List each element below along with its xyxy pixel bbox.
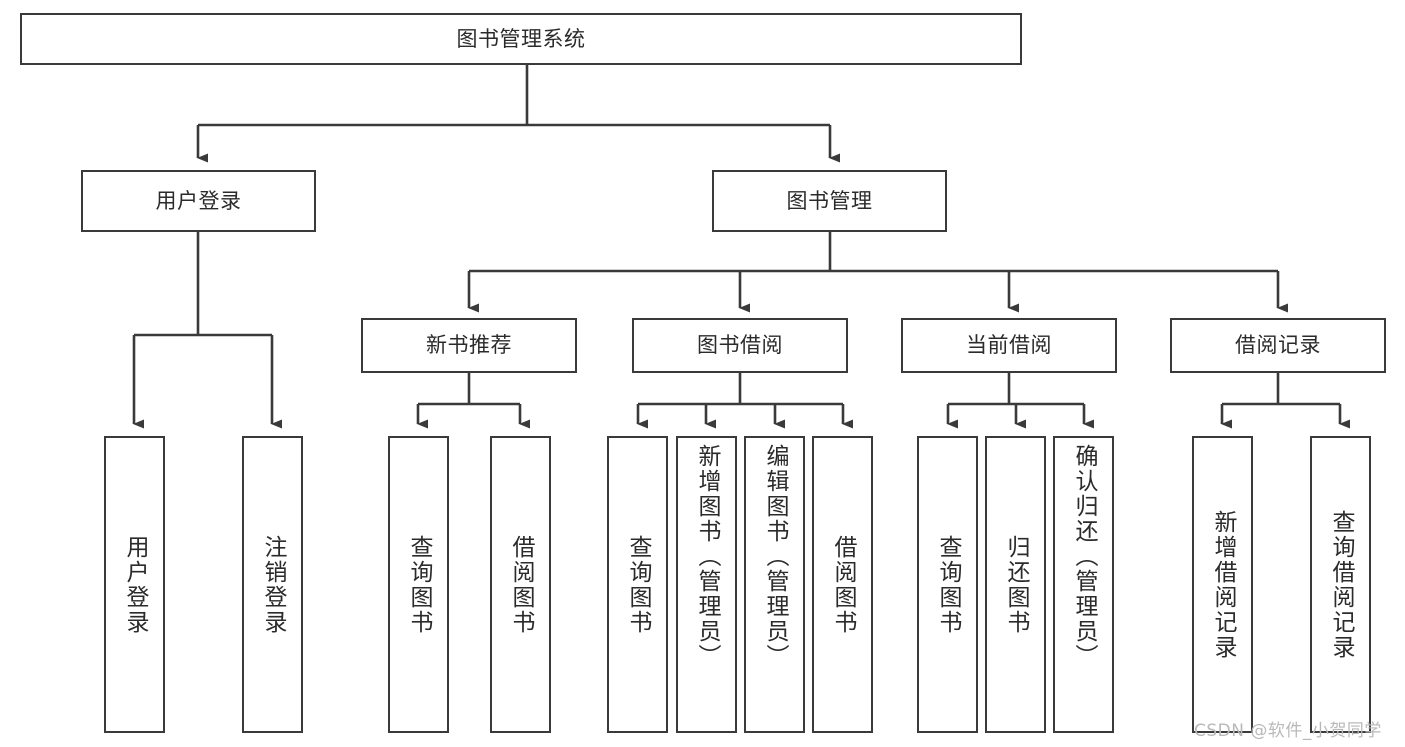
node-label: 图书管理系统	[456, 26, 586, 51]
leaf-confirm-return-admin[interactable]: 确认归还（管理员）	[1053, 436, 1114, 733]
leaf-return-book[interactable]: 归还图书	[985, 436, 1046, 733]
node-root-system[interactable]: 图书管理系统	[20, 13, 1022, 65]
current-borrow-to-leaves-connectors	[946, 373, 1094, 429]
book-borrow-to-leaves-connectors	[636, 373, 853, 429]
node-label: 编辑图书（管理员）	[762, 444, 788, 669]
leaf-query-borrow-record[interactable]: 查询借阅记录	[1310, 436, 1371, 733]
borrow-record-to-leaves-connectors	[1220, 373, 1350, 429]
node-label: 借阅图书	[508, 534, 534, 635]
user-login-to-leaves-connectors	[132, 232, 282, 429]
node-label: 新增借阅记录	[1210, 509, 1236, 660]
node-label: 图书借阅	[697, 333, 783, 358]
node-label: 借阅记录	[1235, 333, 1321, 358]
node-book-borrow[interactable]: 图书借阅	[632, 318, 848, 373]
leaf-borrow-book[interactable]: 借阅图书	[812, 436, 873, 733]
leaf-query-book-recommend[interactable]: 查询图书	[388, 436, 449, 733]
leaf-logout-login[interactable]: 注销登录	[242, 436, 303, 733]
leaf-user-login[interactable]: 用户登录	[104, 436, 165, 733]
node-label: 当前借阅	[966, 333, 1052, 358]
node-label: 图书管理	[786, 188, 873, 213]
leaf-add-borrow-record[interactable]: 新增借阅记录	[1192, 436, 1253, 733]
node-label: 查询借阅记录	[1328, 509, 1354, 660]
node-new-book-recommend[interactable]: 新书推荐	[361, 318, 577, 373]
node-label: 确认归还（管理员）	[1071, 444, 1097, 669]
node-label: 查询图书	[625, 534, 651, 635]
leaf-query-book-borrow[interactable]: 查询图书	[607, 436, 668, 733]
node-label: 用户登录	[155, 188, 242, 213]
node-user-login[interactable]: 用户登录	[81, 170, 316, 232]
node-label: 借阅图书	[830, 534, 856, 635]
node-current-borrow[interactable]: 当前借阅	[901, 318, 1117, 373]
leaf-edit-book-admin[interactable]: 编辑图书（管理员）	[744, 436, 805, 733]
node-label: 查询图书	[935, 534, 961, 635]
node-book-manage[interactable]: 图书管理	[712, 170, 947, 232]
node-label: 归还图书	[1003, 534, 1029, 635]
node-label: 新增图书（管理员）	[694, 444, 720, 669]
book-manage-to-level3-connectors	[467, 232, 1288, 313]
leaf-add-book-admin[interactable]: 新增图书（管理员）	[676, 436, 737, 733]
node-borrow-record[interactable]: 借阅记录	[1170, 318, 1386, 373]
new-book-recommend-to-leaves-connectors	[416, 373, 530, 429]
node-label: 注销登录	[260, 534, 286, 635]
leaf-borrow-book-recommend[interactable]: 借阅图书	[490, 436, 551, 733]
leaf-query-book-current[interactable]: 查询图书	[917, 436, 978, 733]
node-label: 新书推荐	[426, 333, 512, 358]
node-label: 查询图书	[406, 534, 432, 635]
root-to-level2-connectors	[196, 65, 840, 163]
node-label: 用户登录	[122, 534, 148, 635]
